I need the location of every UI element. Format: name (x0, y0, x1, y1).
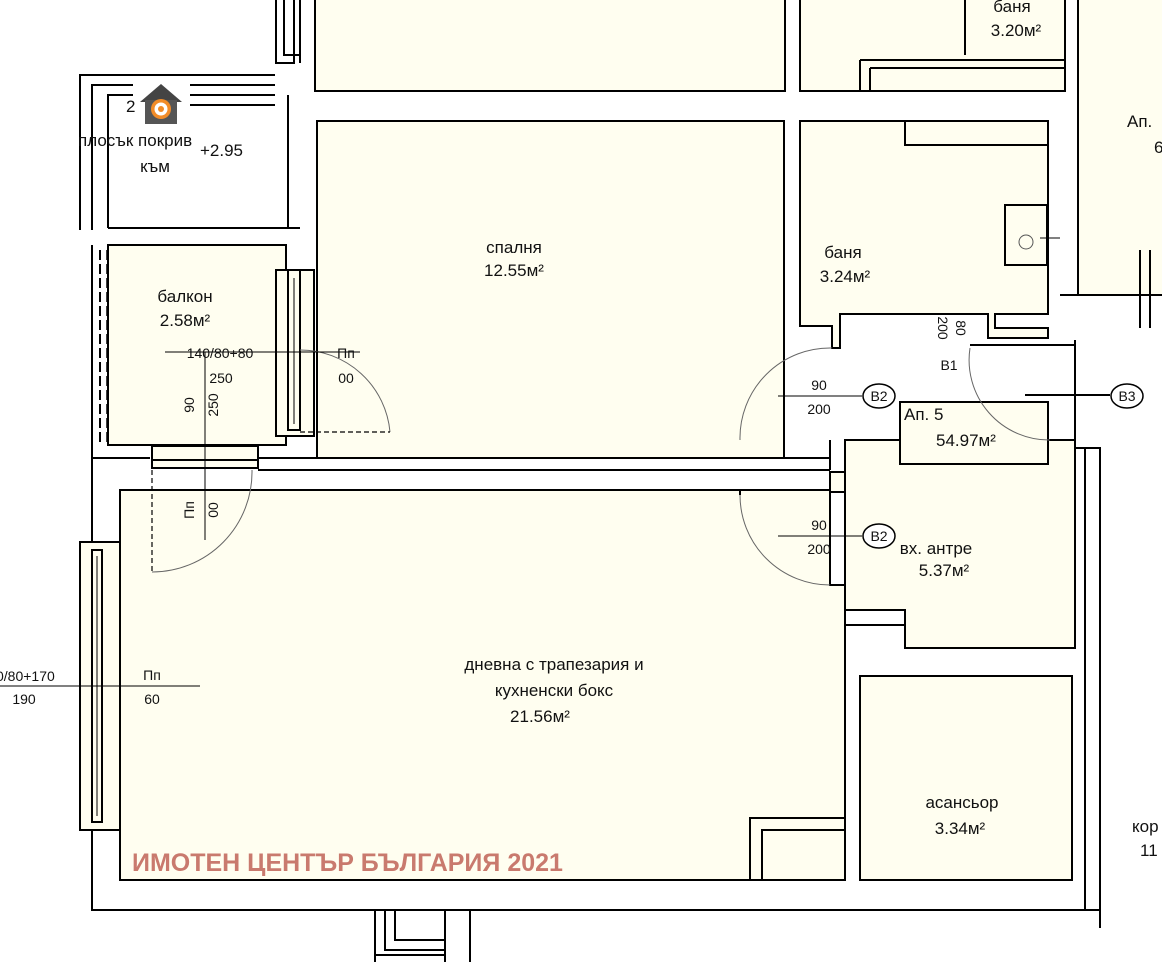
balcony-window-dim: 140/80+80 (187, 345, 254, 361)
bathroom-top-room (799, 0, 1066, 92)
balcony-area: 2.58м² (160, 311, 211, 330)
left-window-code-2: 60 (144, 691, 160, 707)
apartment-name: Ап. 5 (904, 405, 943, 424)
svg-text:В2: В2 (870, 388, 887, 404)
house-target-logo-icon (133, 77, 190, 132)
neighbor-apt-label: Ап. (1127, 112, 1152, 131)
bedroom-area: 12.55м² (484, 261, 544, 280)
balcony-door-code: Пп (337, 345, 355, 361)
bath-door-vertical-a: 200 (935, 316, 951, 340)
bedroom-room (316, 120, 785, 459)
neighbor-apt-digit: 6 (1154, 138, 1162, 157)
elevator-area: 3.34м² (935, 819, 986, 838)
bathroom-area: 3.24м² (820, 267, 871, 286)
balcony-door-vertical-a: 90 (181, 397, 197, 413)
watermark-text: ИМОТЕН ЦЕНТЪР БЪЛГАРИЯ 2021 (132, 849, 563, 877)
corridor-digits: 11 (1140, 841, 1158, 860)
living-door-vertical-b: 00 (205, 502, 221, 518)
door-tag-b3: В3 (1110, 383, 1144, 409)
flat-roof-label: плосък покрив (78, 131, 192, 150)
door-lower-width: 90 (811, 517, 827, 533)
bath-door-vertical-b: 80 (953, 320, 969, 336)
left-window-dim: 0/80+170 (0, 668, 55, 684)
living-room (119, 489, 846, 881)
balcony-door-code-2: 00 (338, 370, 354, 386)
door-upper-width: 90 (811, 377, 827, 393)
living-door-vertical-a: Пп (181, 501, 197, 519)
svg-text:В3: В3 (1118, 388, 1135, 404)
hall-area: 5.37м² (919, 561, 970, 580)
door-lower-height: 200 (807, 541, 831, 557)
flat-roof-level: +2.95 (200, 141, 243, 160)
corridor-label: кор (1132, 817, 1159, 836)
bathroom-room (799, 120, 1049, 349)
living-name-2: кухненски бокс (495, 681, 614, 700)
flat-roof-marker: 2 (126, 97, 135, 116)
bathroom-top-area: 3.20м² (991, 21, 1042, 40)
bathroom-name: баня (824, 243, 861, 262)
b1-label: В1 (940, 357, 957, 373)
bathroom-top-name: баня (993, 0, 1030, 16)
elevator-name: асансьор (925, 793, 998, 812)
balcony-room (107, 244, 287, 446)
left-window-dim-2: 190 (12, 691, 36, 707)
elevator-room (859, 675, 1073, 881)
flat-roof-label-2: към (140, 157, 170, 176)
door-upper-height: 200 (807, 401, 831, 417)
apartment-label-box (899, 401, 1049, 465)
living-area: 21.56м² (510, 707, 570, 726)
svg-text:В2: В2 (870, 528, 887, 544)
left-window-code: Пп (143, 667, 161, 683)
upper-room (314, 0, 786, 92)
door-tag-b2-upper: В2 (862, 383, 896, 409)
bedroom-name: спалня (486, 238, 542, 257)
hall-name: вх. антре (900, 539, 973, 558)
balcony-window-dim-2: 250 (209, 370, 233, 386)
living-name: дневна с трапезария и (464, 655, 643, 674)
door-tag-b2-lower: В2 (862, 523, 896, 549)
balcony-door-vertical-b: 250 (205, 393, 221, 417)
apartment-area: 54.97м² (936, 431, 996, 450)
sink-icon (1018, 234, 1034, 250)
balcony-name: балкон (157, 287, 212, 306)
